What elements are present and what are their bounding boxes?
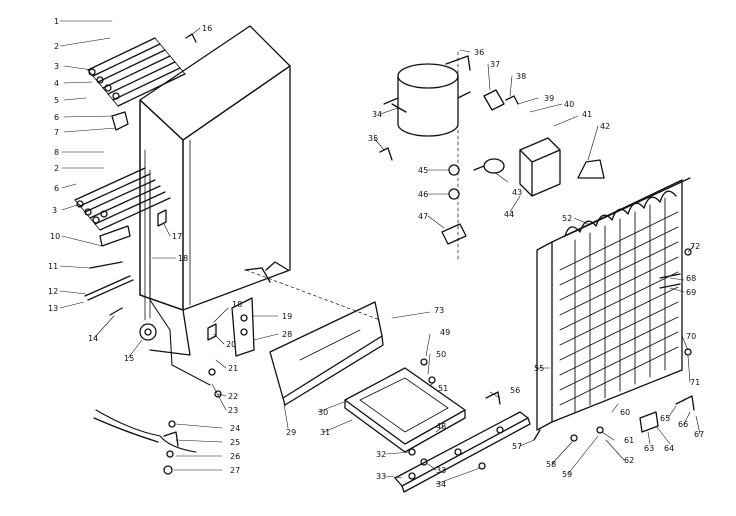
base-rail — [394, 411, 531, 493]
callout-51: 51 — [438, 384, 449, 393]
callout-31: 31 — [320, 428, 331, 437]
callout-67: 67 — [694, 430, 705, 439]
callout-14: 14 — [88, 334, 99, 343]
callout-40: 40 — [564, 100, 575, 109]
callout-42: 42 — [600, 122, 611, 131]
drain-panel — [245, 269, 384, 406]
refrigerator-cabinet — [139, 25, 291, 356]
callout-34: 34 — [436, 480, 447, 489]
callout-11: 11 — [48, 262, 59, 271]
callout-4: 4 — [54, 79, 60, 88]
callout-45: 45 — [418, 166, 429, 175]
callout-57: 57 — [512, 442, 523, 451]
callout-6: 6 — [54, 184, 60, 193]
left-small-parts — [84, 33, 255, 398]
callout-37: 37 — [490, 60, 501, 69]
callout-71: 71 — [690, 378, 701, 387]
evaporator-coil — [533, 177, 695, 442]
callout-8: 8 — [54, 148, 60, 157]
callout-13: 13 — [48, 304, 59, 313]
callout-25: 25 — [230, 438, 241, 447]
callout-1: 1 — [54, 17, 60, 26]
upper-condenser-coil — [87, 37, 186, 131]
callout-17: 17 — [172, 232, 183, 241]
callout-55: 55 — [534, 364, 545, 373]
callout-30: 30 — [318, 408, 329, 417]
callout-47: 47 — [418, 212, 429, 221]
callout-10: 10 — [50, 232, 61, 241]
callout-18: 18 — [178, 254, 189, 263]
center-small-parts — [379, 51, 519, 470]
callout-35: 35 — [368, 134, 379, 143]
callout-21: 21 — [228, 364, 239, 373]
callout-20: 20 — [226, 340, 237, 349]
callout-44: 44 — [504, 210, 515, 219]
callout-61: 61 — [624, 436, 635, 445]
callout-50: 50 — [436, 350, 447, 359]
callout-26: 26 — [230, 452, 241, 461]
callout-72: 72 — [690, 242, 701, 251]
callout-5: 5 — [54, 96, 60, 105]
callout-24: 24 — [230, 424, 241, 433]
callout-49: 49 — [440, 328, 451, 337]
wire-harness — [93, 409, 197, 475]
callout-46: 46 — [418, 190, 429, 199]
callout-69: 69 — [686, 288, 697, 297]
callout-70: 70 — [686, 332, 697, 341]
callout-39: 39 — [544, 94, 555, 103]
callout-23: 23 — [228, 406, 239, 415]
callout-56: 56 — [510, 386, 521, 395]
compressor — [383, 55, 471, 137]
callout-58: 58 — [546, 460, 557, 469]
callout-43: 43 — [512, 188, 523, 197]
callout-41: 41 — [582, 110, 593, 119]
callout-32: 32 — [376, 450, 387, 459]
callout-33: 33 — [376, 472, 387, 481]
callout-63: 63 — [644, 444, 655, 453]
callout-64: 64 — [664, 444, 675, 453]
callout-65: 65 — [660, 414, 671, 423]
callout-2: 2 — [54, 164, 60, 173]
callout-27: 27 — [230, 466, 241, 475]
callout-19: 19 — [282, 312, 293, 321]
callout-7: 7 — [54, 128, 60, 137]
callout-60: 60 — [620, 408, 631, 417]
callout-28: 28 — [282, 330, 293, 339]
mounting-bracket — [344, 367, 466, 453]
callout-18: 18 — [232, 300, 243, 309]
callout-66: 66 — [678, 420, 689, 429]
lower-condenser-coil — [74, 167, 171, 247]
relay-overload — [473, 137, 605, 197]
callout-2: 2 — [54, 42, 60, 51]
callout-48: 48 — [436, 422, 447, 431]
callout-16: 16 — [202, 24, 213, 33]
callout-22: 22 — [228, 392, 239, 401]
callout-52: 52 — [562, 214, 573, 223]
callout-12: 12 — [48, 287, 59, 296]
callout-33: 33 — [436, 466, 447, 475]
callout-6: 6 — [54, 113, 60, 122]
callout-36: 36 — [474, 48, 485, 57]
callout-38: 38 — [516, 72, 527, 81]
callout-59: 59 — [562, 470, 573, 479]
callout-3: 3 — [52, 206, 58, 215]
leader-lines — [59, 20, 701, 485]
callout-15: 15 — [124, 354, 135, 363]
callout-3: 3 — [54, 62, 60, 71]
callout-73: 73 — [434, 306, 445, 315]
callout-34: 34 — [372, 110, 383, 119]
callout-29: 29 — [286, 428, 297, 437]
callout-62: 62 — [624, 456, 635, 465]
callout-68: 68 — [686, 274, 697, 283]
